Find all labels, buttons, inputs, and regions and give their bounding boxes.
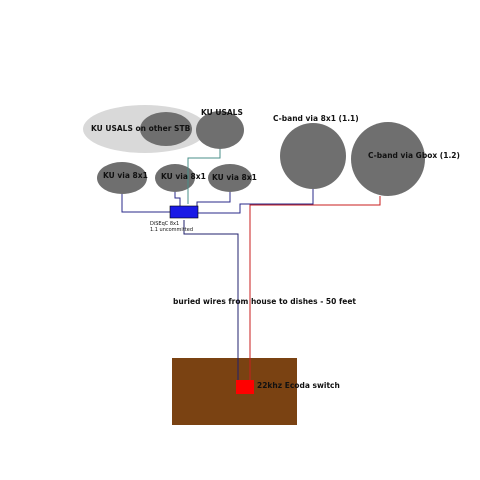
cband-gbox-dish xyxy=(351,122,425,196)
ku-8x1-dish-c xyxy=(208,164,252,192)
ku-usals-other-stb-label: KU USALS on other STB xyxy=(91,124,191,133)
ku-usals-label: KU USALS xyxy=(201,108,243,117)
wire-ku-usals xyxy=(187,149,221,204)
diseqc-label-line1: DiSEqC 8x1 xyxy=(150,221,180,227)
diseqc-switch-label: DiSEqC 8x1 1.1 uncommitted xyxy=(150,221,193,234)
wire-diseqc-to-house xyxy=(183,220,239,383)
diseqc-label-line2: 1.1 uncommitted xyxy=(150,227,193,234)
ku-8x1-dish-a xyxy=(97,162,147,194)
wire-cband-8x1 xyxy=(198,189,314,214)
ku-8x1-label-a: KU via 8x1 xyxy=(103,171,148,180)
wire-gbox-to-house xyxy=(249,196,381,383)
cband-8x1-label: C-band via 8x1 (1.1) xyxy=(273,114,359,123)
ecoda-switch xyxy=(236,380,254,394)
wire-ku-b xyxy=(174,192,181,206)
house-box xyxy=(172,358,297,425)
ecoda-switch-label: 22khz Ecoda switch xyxy=(257,381,340,390)
wire-ku-a xyxy=(121,194,170,213)
ku-8x1-label-c: KU via 8x1 xyxy=(212,173,257,182)
ku-usals-dish xyxy=(196,111,244,149)
wire-ku-c xyxy=(196,192,231,206)
ku-usals-other-stb-dish xyxy=(140,112,192,146)
ku-8x1-label-b: KU via 8x1 xyxy=(161,172,206,181)
diseqc-switch xyxy=(169,205,199,219)
cband-gbox-label: C-band via Gbox (1.2) xyxy=(368,151,460,160)
ku-8x1-dish-b xyxy=(155,164,195,192)
buried-wires-label: buried wires from house to dishes - 50 f… xyxy=(173,297,356,306)
cband-8x1-dish xyxy=(280,123,346,189)
